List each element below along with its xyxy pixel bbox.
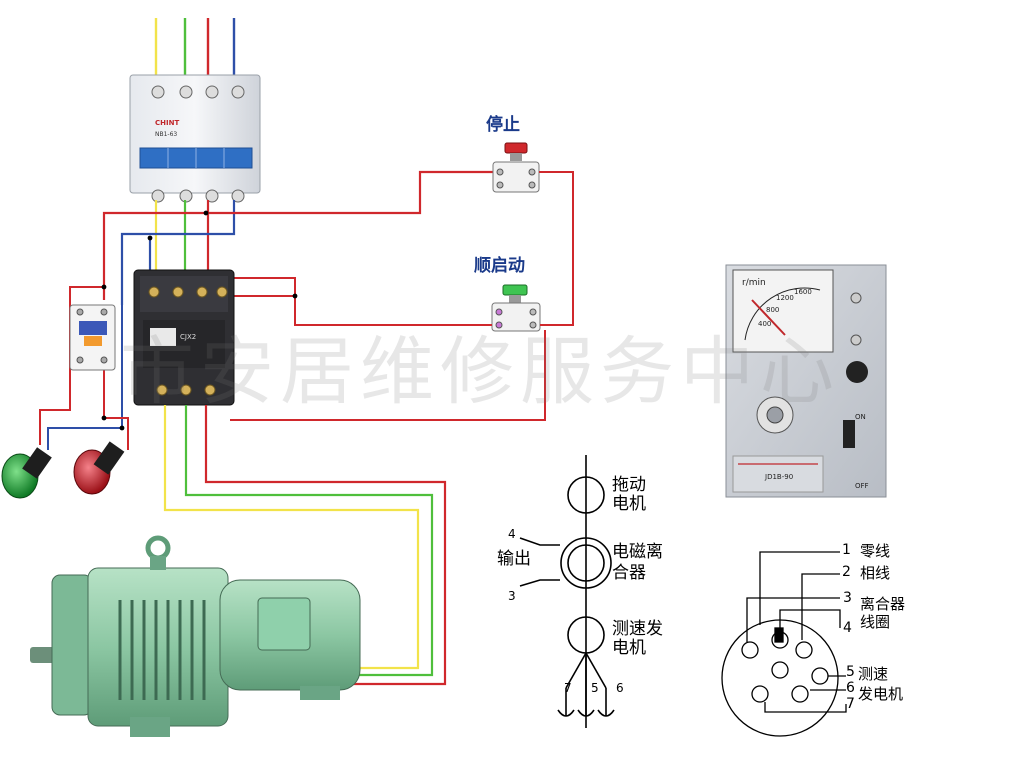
electromagnetic-speed-motor: [30, 535, 361, 737]
supply-wires: [154, 18, 236, 80]
pin-4-number: 4: [843, 620, 852, 636]
functional-schematic: [519, 455, 615, 728]
circuit-breaker: CHINT NB1-63: [129, 74, 261, 203]
pin-7-number: 7: [846, 696, 855, 712]
power-wiring: [102, 170, 495, 305]
clutch-label: 电磁离合器: [612, 542, 663, 583]
meter-tick-1200: 1200: [776, 294, 794, 302]
meter-tick-800: 800: [766, 306, 780, 314]
green-pilot-lamp: [1, 447, 52, 499]
meter-tick-400: 400: [758, 320, 772, 328]
breaker-model: NB1-63: [155, 131, 177, 138]
pin-4-label: 线圈: [860, 613, 891, 631]
meter-tick-1600: 1600: [794, 288, 812, 296]
terminal-7: 7: [564, 681, 572, 695]
pin-1-number: 1: [842, 542, 851, 558]
stop-button-label: 停止: [486, 115, 520, 135]
controller-model: JD1B-90: [765, 473, 794, 481]
pin-6-number: 6: [846, 680, 855, 696]
pin-5-number: 5: [846, 664, 855, 680]
contactor-model: CJX2: [180, 333, 196, 341]
meter-unit: r/min: [742, 278, 766, 288]
pin-6-label: 发电机: [858, 685, 904, 703]
start-button-label: 顺启动: [474, 256, 525, 276]
start-button-device: [491, 284, 541, 332]
pin-2-label: 相线: [860, 564, 891, 582]
junction-dots: [101, 210, 298, 431]
motor-feed-wires: [163, 405, 447, 686]
pin-1-label: 零线: [860, 542, 891, 560]
speed-controller-panel: [725, 264, 887, 498]
controller-off-label: OFF: [855, 482, 869, 490]
breaker-brand: CHINT: [155, 119, 179, 127]
red-pilot-lamp: [73, 441, 125, 495]
auxiliary-contact-block: [69, 304, 116, 371]
contactor: CJX2: [133, 269, 235, 406]
watermark-text: 市安居维修服务中心: [120, 329, 840, 415]
terminal-3: 3: [508, 589, 516, 603]
socket-pinout: [721, 551, 847, 737]
terminal-4: 4: [508, 527, 516, 541]
pin-3-label: 离合器: [860, 595, 906, 613]
pin-5-label: 测速: [858, 665, 889, 683]
controller-on-label: ON: [855, 413, 866, 421]
terminal-5: 5: [591, 681, 599, 695]
stop-button-device: [492, 142, 540, 193]
tacho-label: 测速发电机: [612, 619, 663, 658]
terminal-6: 6: [616, 681, 624, 695]
output-label: 输出: [497, 549, 531, 569]
control-wiring: [39, 171, 574, 450]
pin-3-number: 3: [843, 590, 852, 606]
drag-motor-label: 拖动电机: [612, 475, 646, 514]
pin-2-number: 2: [842, 564, 851, 580]
